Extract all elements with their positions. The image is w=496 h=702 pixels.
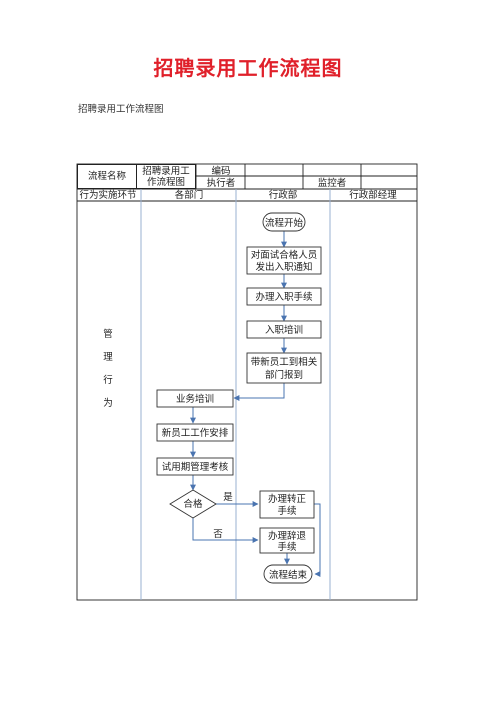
flow-arrow — [314, 503, 321, 577]
edge-label-no: 否 — [213, 529, 223, 540]
node-induction-training — [246, 320, 322, 339]
node-dismissal-label: 办理辞退 — [268, 530, 307, 542]
executor-label: 执行者 — [207, 177, 236, 189]
node-decision-qualified — [169, 489, 217, 519]
node-regularization-label: 手续 — [277, 505, 297, 517]
phase-char: 管 — [103, 328, 113, 340]
phase-char: 为 — [103, 397, 113, 409]
node-start — [262, 212, 306, 232]
lane-header-manager: 行政部经理 — [349, 189, 397, 201]
page-subtitle: 招聘录用工作流程图 — [78, 104, 164, 115]
table-frame — [76, 163, 418, 601]
node-work-arrangement-label: 新员工工作安排 — [162, 427, 229, 439]
node-regularization — [259, 490, 315, 519]
node-onboarding — [246, 287, 322, 306]
process-name-value: 招聘录用工 作流程图 — [136, 164, 196, 189]
node-probation-review-label: 试用期管理考核 — [162, 461, 229, 473]
node-start-label: 流程开始 — [265, 217, 304, 229]
phase-char: 行 — [103, 374, 113, 386]
node-onboarding-label: 办理入职手续 — [255, 291, 313, 303]
node-work-arrangement — [156, 423, 234, 442]
process-name-value-line2: 作流程图 — [146, 176, 185, 188]
node-end-label: 流程结束 — [269, 569, 308, 581]
node-regularization-label: 办理转正 — [268, 493, 307, 505]
node-report-department-label: 部门报到 — [265, 369, 303, 381]
node-business-training — [156, 389, 234, 408]
node-send-notice-label: 发出入职通知 — [255, 261, 312, 273]
code-label: 编码 — [211, 165, 230, 177]
page-title: 招聘录用工作流程图 — [153, 56, 343, 80]
node-dismissal — [259, 527, 315, 554]
edge-label-yes: 是 — [223, 492, 233, 503]
node-probation-review — [156, 457, 234, 476]
flow-arrow-no — [192, 518, 259, 543]
node-business-training-label: 业务培训 — [176, 393, 214, 405]
supervisor-label: 监控者 — [318, 177, 347, 189]
flow-arrow — [233, 383, 285, 401]
node-report-department — [246, 352, 322, 384]
node-induction-training-label: 入职培训 — [265, 324, 303, 336]
node-decision-qualified-label: 合格 — [183, 498, 203, 510]
node-report-department-label: 带新员工到相关 — [251, 356, 318, 368]
phase-char: 理 — [103, 352, 113, 363]
process-name-value-line1: 招聘录用工 — [142, 165, 190, 177]
node-send-notice — [246, 246, 322, 275]
node-end — [263, 564, 313, 584]
lane-header-phase: 行为实施环节 — [79, 189, 136, 201]
lane-header-admin: 行政部 — [269, 189, 298, 201]
lane-header-departments: 各部门 — [175, 189, 204, 201]
node-dismissal-label: 手续 — [277, 541, 297, 553]
node-send-notice-label: 对面试合格人员 — [251, 249, 318, 261]
